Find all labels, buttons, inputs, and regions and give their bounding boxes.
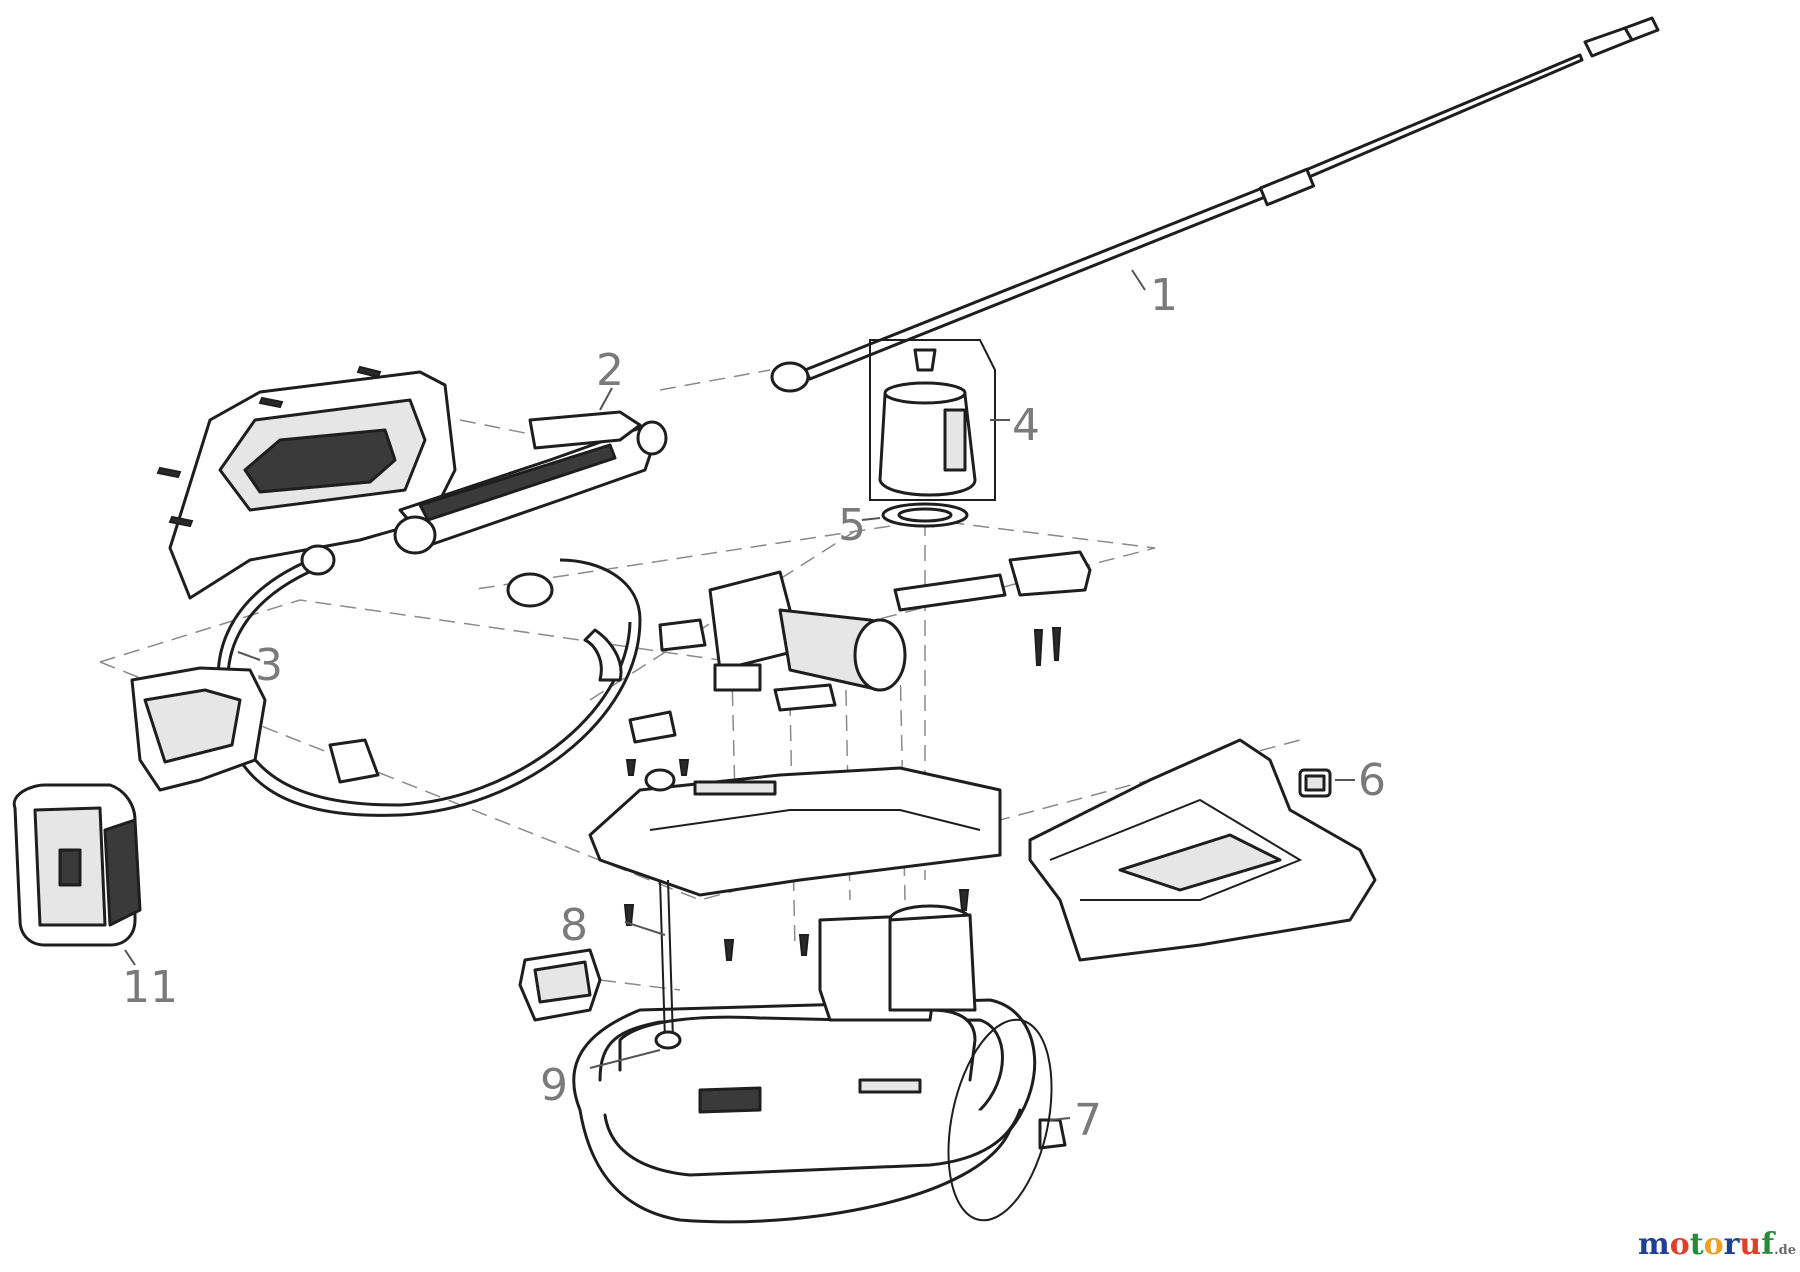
part-spray-lance	[770, 16, 1660, 393]
part-gasket	[881, 502, 969, 528]
watermark-tld: .de	[1774, 1243, 1796, 1258]
callout-1: 1	[1150, 270, 1178, 321]
part-pump-motor	[658, 570, 907, 712]
part-battery	[12, 783, 142, 947]
leader-lines	[124, 269, 1355, 1121]
watermark-letter: t	[1689, 1227, 1704, 1262]
callout-5: 5	[838, 500, 866, 551]
highlight-ring	[947, 1018, 1053, 1222]
watermark-letter: o	[1703, 1227, 1724, 1262]
part-hose	[130, 544, 642, 817]
part-filter-cup	[869, 339, 996, 501]
part-handle	[156, 365, 668, 600]
part-switch	[1298, 768, 1332, 798]
watermark-letter: f	[1761, 1227, 1775, 1262]
callout-6: 6	[1358, 755, 1386, 806]
part-dip-tube	[654, 879, 682, 1050]
callout-7: 7	[1074, 1095, 1102, 1146]
part-tank	[572, 904, 1067, 1224]
part-connector-tube	[893, 550, 1092, 666]
callout-9: 9	[540, 1060, 568, 1111]
callout-3: 3	[255, 640, 283, 691]
callout-8: 8	[560, 900, 588, 951]
callout-4: 4	[1012, 400, 1040, 451]
part-strap-clip	[518, 948, 602, 1022]
watermark-letter: r	[1723, 1227, 1740, 1262]
watermark-letter: m	[1637, 1227, 1670, 1262]
part-cover	[1028, 738, 1377, 962]
watermark-letter: u	[1739, 1227, 1762, 1262]
watermark-letters: motoruf	[1638, 1227, 1774, 1262]
watermark-logo: motoruf.de	[1638, 1227, 1796, 1262]
part-base-plate	[588, 710, 1002, 961]
callout-2: 2	[596, 345, 624, 396]
watermark-letter: o	[1669, 1227, 1690, 1262]
callout-11: 11	[122, 962, 178, 1013]
